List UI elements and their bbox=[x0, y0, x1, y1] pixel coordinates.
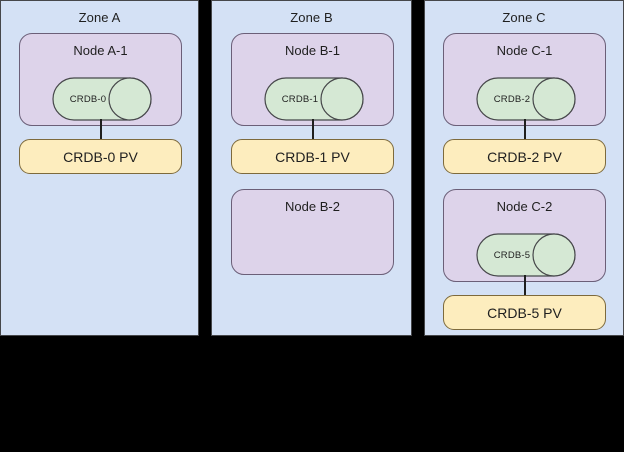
node-title-c-2: Node C-2 bbox=[496, 199, 553, 214]
cylinder-label-crdb-5: CRDB-5 bbox=[493, 249, 531, 261]
zone-title-b: Zone B bbox=[290, 10, 333, 25]
zone-title-a: Zone A bbox=[78, 10, 121, 25]
node-box-b-2[interactable]: Node B-2 bbox=[231, 189, 394, 275]
connector-a-1 bbox=[100, 119, 102, 141]
pv-label-crdb-2: CRDB-2 PV bbox=[487, 148, 562, 165]
node-title-c-1: Node C-1 bbox=[496, 43, 553, 58]
pv-box-crdb-2[interactable]: CRDB-2 PV bbox=[443, 139, 606, 174]
pv-label-crdb-5: CRDB-5 PV bbox=[487, 304, 562, 321]
node-box-c-1[interactable]: Node C-1 CRDB-2 bbox=[443, 33, 606, 126]
connector-c-1 bbox=[524, 119, 526, 141]
database-cylinder-crdb-1[interactable]: CRDB-1 bbox=[264, 77, 364, 121]
cylinder-label-crdb-0: CRDB-0 bbox=[69, 93, 107, 105]
zone-container-b[interactable]: Zone B Node B-1 CRDB-1 CRDB-1 PV Node B-… bbox=[211, 0, 412, 336]
node-box-c-2[interactable]: Node C-2 CRDB-5 bbox=[443, 189, 606, 282]
pv-box-crdb-5[interactable]: CRDB-5 PV bbox=[443, 295, 606, 330]
pv-label-crdb-1: CRDB-1 PV bbox=[275, 148, 350, 165]
node-box-b-1[interactable]: Node B-1 CRDB-1 bbox=[231, 33, 394, 126]
database-cylinder-crdb-5[interactable]: CRDB-5 bbox=[476, 233, 576, 277]
pv-box-crdb-0[interactable]: CRDB-0 PV bbox=[19, 139, 182, 174]
pv-label-crdb-0: CRDB-0 PV bbox=[63, 148, 138, 165]
node-title-a-1: Node A-1 bbox=[73, 43, 128, 58]
database-cylinder-crdb-2[interactable]: CRDB-2 bbox=[476, 77, 576, 121]
database-cylinder-crdb-0[interactable]: CRDB-0 bbox=[52, 77, 152, 121]
cylinder-label-crdb-2: CRDB-2 bbox=[493, 93, 531, 105]
pv-box-crdb-1[interactable]: CRDB-1 PV bbox=[231, 139, 394, 174]
node-title-b-1: Node B-1 bbox=[285, 43, 340, 58]
node-title-b-2: Node B-2 bbox=[285, 199, 340, 214]
node-box-a-1[interactable]: Node A-1 CRDB-0 bbox=[19, 33, 182, 126]
cylinder-label-crdb-1: CRDB-1 bbox=[281, 93, 319, 105]
connector-b-1 bbox=[312, 119, 314, 141]
connector-c-2 bbox=[524, 275, 526, 297]
zone-title-c: Zone C bbox=[502, 10, 546, 25]
zone-container-a[interactable]: Zone A Node A-1 CRDB-0 CRDB-0 PV bbox=[0, 0, 199, 336]
zone-container-c[interactable]: Zone C Node C-1 CRDB-2 CRDB-2 PV Node C-… bbox=[424, 0, 624, 336]
